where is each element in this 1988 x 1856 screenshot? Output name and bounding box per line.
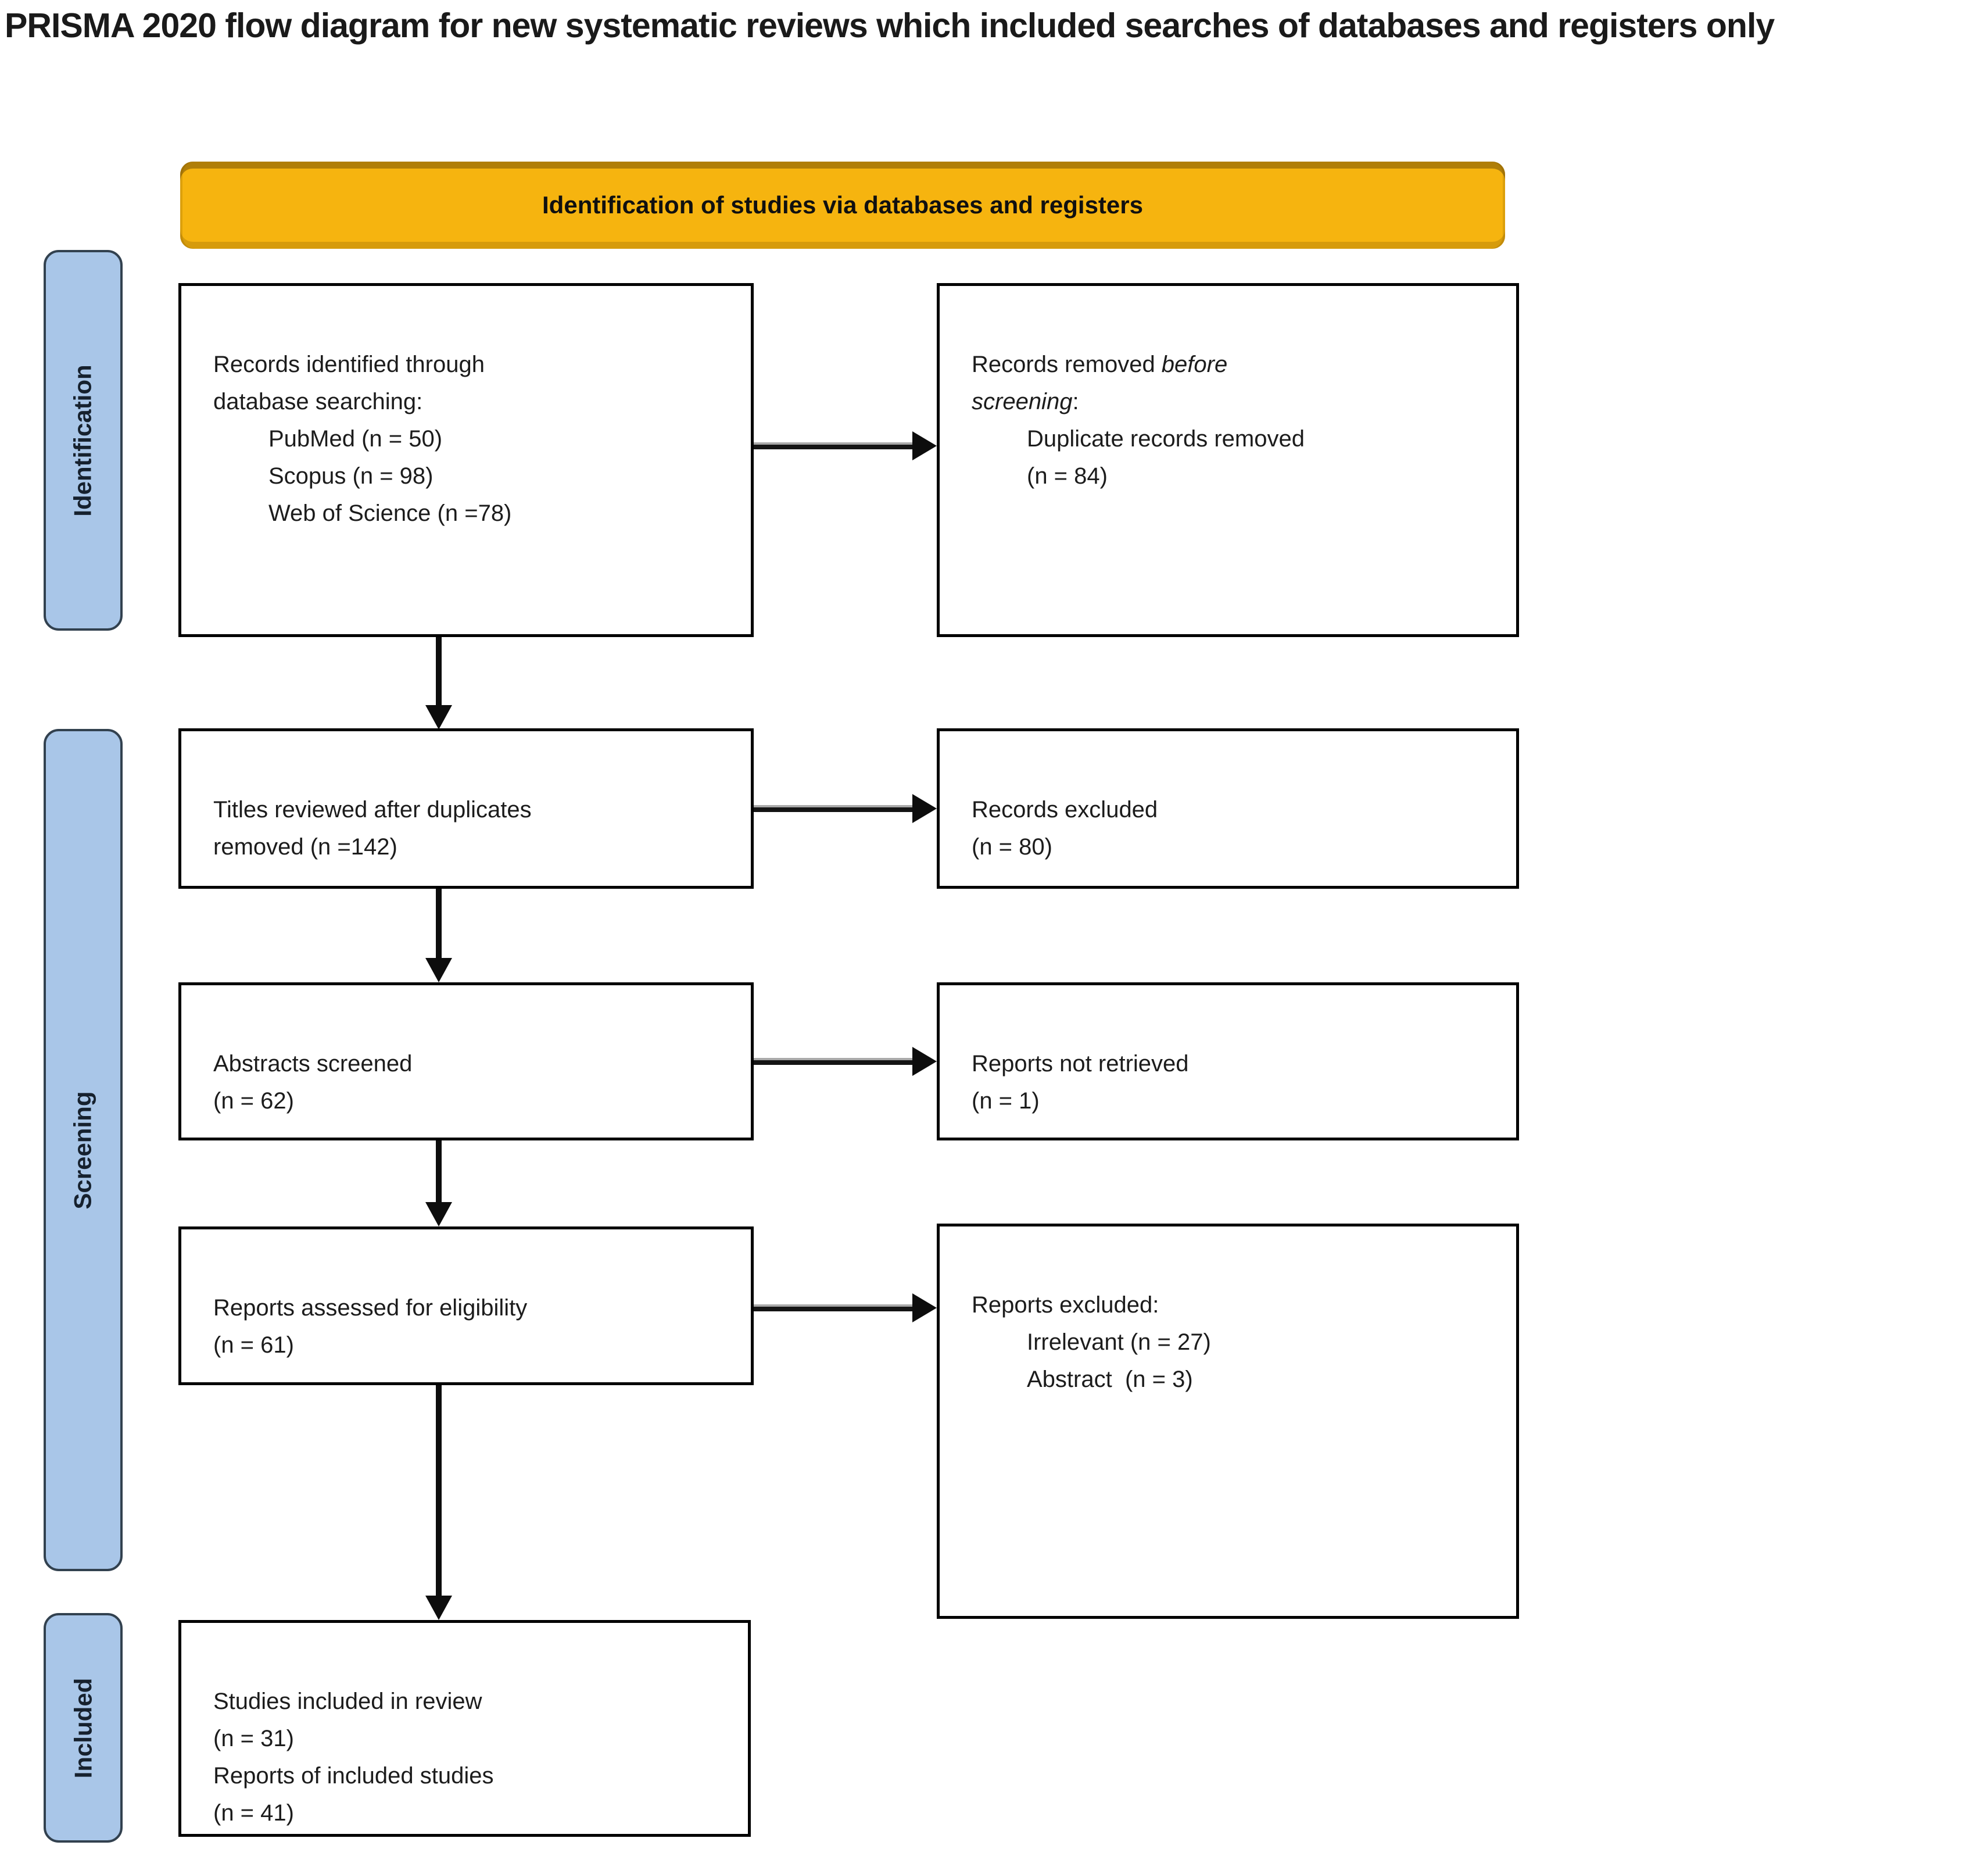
stage-included: Included — [44, 1613, 123, 1843]
arrow-abstracts-to-notretrieved-head — [912, 1047, 937, 1076]
arrow-titles-to-excluded-head — [912, 794, 937, 823]
arrow-titles-to-abstracts — [436, 889, 442, 959]
box-reports-excluded-item: Irrelevant (n = 27) — [1027, 1329, 1211, 1355]
records-removed-text: Records removed — [972, 352, 1162, 377]
stage-screening-label: Screening — [69, 1090, 97, 1210]
box-records-removed-line: Records removed before — [972, 346, 1496, 383]
header-band: Identification of studies via databases … — [180, 162, 1505, 249]
box-records-excluded: Records excluded (n = 80) — [937, 728, 1519, 889]
box-studies-included-line: (n = 31) — [213, 1726, 294, 1751]
arrow-abstracts-to-assessed-head — [425, 1202, 452, 1226]
records-removed-italic: screening — [972, 389, 1073, 414]
records-removed-italic: before — [1161, 352, 1228, 377]
box-studies-included: Studies included in review (n = 31) Repo… — [178, 1620, 751, 1837]
records-removed-text: : — [1072, 389, 1079, 414]
box-reports-assessed: Reports assessed for eligibility (n = 61… — [178, 1226, 754, 1385]
box-reports-excluded: Reports excluded: Irrelevant (n = 27) Ab… — [937, 1224, 1519, 1619]
box-reports-not-retrieved-line: Reports not retrieved — [972, 1051, 1189, 1077]
box-records-removed-item: (n = 84) — [1027, 463, 1108, 489]
box-records-excluded-line: Records excluded — [972, 797, 1158, 822]
box-studies-included-line: Reports of included studies — [213, 1763, 494, 1789]
stage-screening: Screening — [44, 729, 123, 1571]
header-label: Identification of studies via databases … — [542, 191, 1143, 219]
box-reports-not-retrieved: Reports not retrieved (n = 1) — [937, 982, 1519, 1140]
stage-identification-label: Identification — [69, 364, 96, 517]
box-reports-not-retrieved-line: (n = 1) — [972, 1088, 1040, 1114]
page-title: PRISMA 2020 flow diagram for new systema… — [5, 6, 1775, 45]
box-studies-included-line: Studies included in review — [213, 1689, 482, 1714]
box-records-removed-item: Duplicate records removed — [1027, 426, 1305, 452]
box-titles-reviewed: Titles reviewed after duplicates removed… — [178, 728, 754, 889]
arrow-assessed-to-included-head — [425, 1596, 452, 1620]
arrow-assessed-to-included — [436, 1385, 442, 1597]
arrow-abstracts-to-notretrieved — [754, 1058, 915, 1065]
box-studies-included-line: (n = 41) — [213, 1800, 294, 1826]
box-records-removed: Records removed before screening: Duplic… — [937, 283, 1519, 637]
box-records-identified-line: database searching: — [213, 389, 423, 414]
box-records-identified-item: PubMed (n = 50) — [268, 426, 443, 452]
arrow-assessed-to-excluded — [754, 1304, 915, 1311]
box-records-identified-item: Web of Science (n =78) — [268, 500, 512, 526]
arrow-titles-to-excluded — [754, 805, 915, 812]
box-abstracts-screened-line: (n = 62) — [213, 1088, 294, 1114]
box-records-identified-line: Records identified through — [213, 352, 485, 377]
box-titles-reviewed-line: removed (n =142) — [213, 834, 397, 860]
box-records-identified-item: Scopus (n = 98) — [268, 463, 434, 489]
arrow-identified-to-removed — [754, 442, 915, 449]
box-reports-assessed-line: Reports assessed for eligibility — [213, 1295, 528, 1321]
arrow-identified-to-titles — [436, 637, 442, 706]
box-titles-reviewed-line: Titles reviewed after duplicates — [213, 797, 532, 822]
arrow-assessed-to-excluded-head — [912, 1293, 937, 1322]
box-records-excluded-line: (n = 80) — [972, 834, 1052, 860]
arrow-abstracts-to-assessed — [436, 1140, 442, 1203]
stage-identification: Identification — [44, 250, 123, 631]
box-reports-excluded-line: Reports excluded: — [972, 1292, 1159, 1318]
box-records-identified: Records identified through database sear… — [178, 283, 754, 637]
arrow-identified-to-titles-head — [425, 705, 452, 729]
arrow-titles-to-abstracts-head — [425, 958, 452, 982]
arrow-identified-to-removed-head — [912, 431, 937, 460]
stage-included-label: Included — [69, 1678, 96, 1778]
box-records-removed-line: screening: — [972, 383, 1496, 420]
box-reports-excluded-item: Abstract (n = 3) — [1027, 1367, 1193, 1392]
box-abstracts-screened-line: Abstracts screened — [213, 1051, 413, 1077]
box-abstracts-screened: Abstracts screened (n = 62) — [178, 982, 754, 1140]
box-reports-assessed-line: (n = 61) — [213, 1332, 294, 1358]
